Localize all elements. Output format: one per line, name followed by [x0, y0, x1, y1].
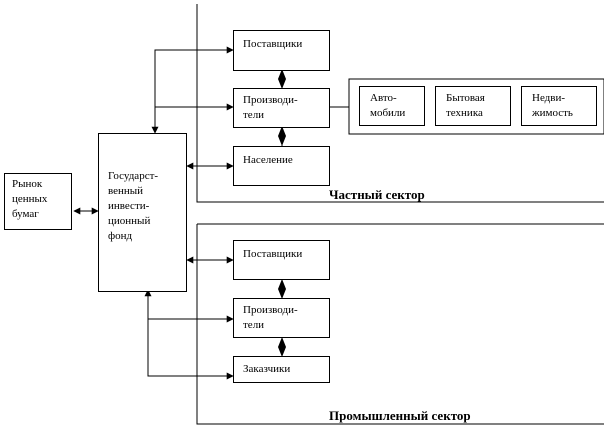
industrial-suppliers-producers-diamond [278, 279, 286, 299]
private-producers-line-1: Производи- [243, 94, 298, 106]
industrial-sector-label: Промышленный сектор [329, 408, 471, 423]
appliances-box: Бытовая техника [435, 86, 511, 126]
fund-private-suppliers-arrow [151, 46, 234, 134]
appliances-line-1: Бытовая [446, 92, 485, 104]
private-producers-population-diamond [278, 126, 286, 146]
population-label: Население [243, 154, 293, 166]
fund-industrial-customers-arrow [147, 319, 234, 380]
population-box: Население [233, 146, 330, 186]
real-estate-line-1: Недви- [532, 92, 566, 104]
industrial-producers-line-2: тели [243, 319, 265, 331]
securities-market-box: Рынок ценных бумаг [4, 173, 72, 230]
fund-line-3: инвести- [108, 200, 150, 212]
fund-line-2: венный [108, 185, 144, 197]
industrial-producers-box: Производи- тели [233, 298, 330, 338]
fund-line-5: фонд [108, 230, 133, 242]
industrial-suppliers-label: Поставщики [243, 248, 303, 260]
appliances-line-2: техника [446, 107, 483, 119]
fund-industrial-producers-arrow [144, 289, 234, 323]
securities-market-line-3: бумаг [12, 208, 39, 220]
fund-line-1: Государст- [108, 170, 159, 182]
real-estate-box: Недви- жимость [521, 86, 597, 126]
fund-line-4: ционный [108, 215, 151, 227]
securities-market-line-1: Рынок [12, 178, 43, 190]
state-investment-fund-box: Государст- венный инвести- ционный фонд [98, 133, 187, 292]
automobiles-line-2: мобили [370, 107, 406, 119]
private-sector-label: Частный сектор [329, 187, 425, 202]
real-estate-line-2: жимость [532, 107, 573, 119]
automobiles-line-1: Авто- [370, 92, 397, 104]
automobiles-box: Авто- мобили [359, 86, 425, 126]
customers-label: Заказчики [243, 363, 291, 375]
industrial-producers-customers-diamond [278, 337, 286, 357]
private-producers-box: Производи- тели [233, 88, 330, 128]
private-suppliers-label: Поставщики [243, 38, 303, 50]
industrial-suppliers-box: Поставщики [233, 240, 330, 280]
private-suppliers-box: Поставщики [233, 30, 330, 71]
private-producers-line-2: тели [243, 109, 265, 121]
customers-box: Заказчики [233, 356, 330, 383]
securities-market-line-2: ценных [12, 193, 48, 205]
industrial-producers-line-1: Производи- [243, 304, 298, 316]
private-suppliers-producers-diamond [278, 69, 286, 89]
